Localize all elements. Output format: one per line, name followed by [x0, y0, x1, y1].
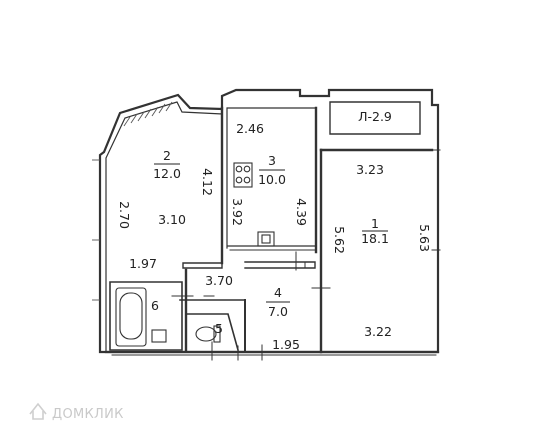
room-4-dim-bottom: 1.95	[272, 337, 300, 352]
room-4-area: 7.0	[268, 304, 288, 319]
room-1-area: 18.1	[361, 231, 389, 246]
room-4-dim-top: 3.70	[205, 273, 233, 288]
watermark-text: ДОМКЛИК	[52, 407, 124, 422]
room-2-area: 12.0	[153, 166, 181, 181]
walls	[98, 88, 441, 361]
fixtures	[115, 162, 275, 347]
room-6-number: 6	[151, 298, 159, 313]
balcony-label: Л-2.9	[358, 109, 392, 124]
window-hatch	[92, 101, 173, 301]
room-3-dim-right: 4.39	[294, 198, 309, 226]
room-2-dim-bottom: 1.97	[129, 256, 157, 271]
room-2-number: 2	[163, 148, 171, 163]
room-3-dim-left: 3.92	[230, 198, 245, 226]
room-1-dim-right: 5.63	[417, 224, 432, 252]
room-1-dim-top: 3.23	[356, 162, 384, 177]
room-1-number: 1	[371, 216, 379, 231]
room-2-dim-mid: 3.10	[158, 212, 186, 227]
house-logo-icon	[29, 402, 47, 420]
toilet-icon	[195, 325, 221, 343]
room-2-dim-right: 4.12	[200, 168, 215, 196]
watermark: ДОМКЛИК	[29, 402, 124, 422]
room-3-number: 3	[268, 153, 276, 168]
room-1-dim-left: 5.62	[332, 226, 347, 254]
stove-icon	[233, 162, 253, 188]
room-2-dim-left: 2.70	[117, 201, 132, 229]
room-4-number: 4	[274, 285, 282, 300]
kitchen-sink-icon	[257, 231, 275, 247]
bathtub-icon	[115, 287, 147, 347]
room-1-dim-bottom: 3.22	[364, 324, 392, 339]
room-3-dim-top: 2.46	[236, 121, 264, 136]
bath-sink-icon	[151, 329, 167, 343]
room-3-area: 10.0	[258, 172, 286, 187]
room-5-number: 5	[215, 321, 223, 336]
room-labels: 3.23 1 18.1 5.62 5.63 3.22 2 12.0 4.12 2…	[117, 109, 432, 352]
